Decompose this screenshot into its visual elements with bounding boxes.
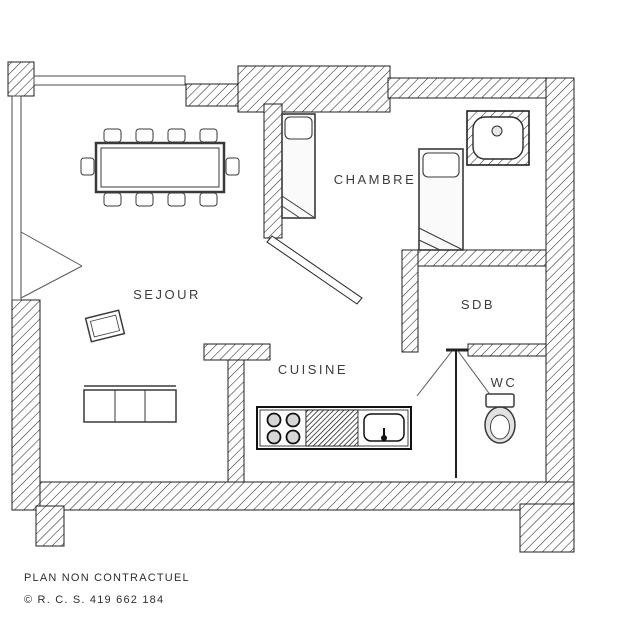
bed-fold-line bbox=[281, 195, 316, 219]
bed-pillow bbox=[422, 152, 460, 178]
wall-top-left-segment bbox=[185, 83, 243, 107]
bed-pillow bbox=[284, 116, 313, 140]
bed-right bbox=[418, 148, 464, 251]
bathtub bbox=[466, 110, 530, 166]
chair bbox=[135, 128, 154, 143]
drainboard bbox=[305, 409, 359, 447]
stove-burner bbox=[285, 412, 301, 428]
bed-fold-line bbox=[418, 227, 464, 251]
dining-set bbox=[80, 128, 240, 207]
dining-table-inner-edge bbox=[100, 147, 220, 188]
footer: PLAN NON CONTRACTUEL © R. C. S. 419 662 … bbox=[24, 572, 190, 606]
room-label-chambre: CHAMBRE bbox=[334, 172, 417, 187]
wall-top-left-block bbox=[7, 61, 35, 97]
stove-burner bbox=[285, 429, 301, 445]
wall-right bbox=[545, 77, 575, 553]
wall-cuisine-vertical bbox=[227, 359, 245, 483]
chair bbox=[167, 128, 186, 143]
chair bbox=[103, 128, 122, 143]
kitchen-counter bbox=[256, 406, 412, 450]
room-label-wc: WC bbox=[491, 375, 518, 390]
wall-left bbox=[11, 299, 41, 511]
side-table bbox=[84, 309, 126, 343]
side-table-inner-edge bbox=[89, 314, 121, 338]
bathtub-basin bbox=[472, 116, 524, 160]
door-swing-sdb bbox=[416, 350, 453, 397]
wall-bottom-right-foot bbox=[519, 503, 575, 553]
wall-cuisine-horizontal bbox=[203, 343, 271, 361]
footer-disclaimer: PLAN NON CONTRACTUEL bbox=[24, 572, 190, 584]
room-label-sejour: SEJOUR bbox=[133, 287, 201, 302]
room-labels: CHAMBRE SEJOUR SDB CUISINE WC bbox=[133, 172, 518, 390]
faucet bbox=[381, 435, 387, 441]
window-left bbox=[11, 95, 22, 301]
sofa bbox=[83, 385, 177, 423]
toilet-tank bbox=[485, 393, 515, 408]
wall-wc-top bbox=[467, 343, 547, 357]
stove-burner bbox=[266, 412, 282, 428]
chair bbox=[199, 128, 218, 143]
bathtub-drain bbox=[491, 125, 503, 137]
chair bbox=[80, 157, 95, 176]
wall-chambre-diagonal bbox=[266, 235, 363, 305]
bay-door-swing-lower bbox=[20, 265, 83, 299]
room-label-sdb: SDB bbox=[461, 297, 495, 312]
toilet bbox=[484, 393, 516, 444]
chair bbox=[199, 192, 218, 207]
windows bbox=[11, 75, 186, 301]
wall-chambre-left bbox=[263, 103, 283, 239]
chair bbox=[225, 157, 240, 176]
interior-walls bbox=[203, 103, 547, 483]
wall-chambre-sdb bbox=[401, 249, 547, 267]
wall-top-protrusion bbox=[237, 65, 391, 113]
window-top bbox=[33, 75, 186, 86]
dining-table bbox=[94, 141, 226, 194]
door-swing-wc bbox=[457, 350, 492, 397]
chair bbox=[135, 192, 154, 207]
sofa-seat bbox=[83, 389, 177, 423]
bay-door-swing-upper bbox=[20, 231, 83, 267]
wall-sdb-left bbox=[401, 249, 419, 353]
side-table-top bbox=[84, 309, 126, 343]
exterior-walls bbox=[7, 61, 575, 553]
chair bbox=[167, 192, 186, 207]
footer-registration: © R. C. S. 419 662 184 bbox=[24, 594, 164, 606]
bed-fold-line bbox=[281, 205, 301, 219]
room-label-cuisine: CUISINE bbox=[278, 362, 348, 377]
bed-fold-line bbox=[418, 239, 441, 251]
stove-burner bbox=[266, 429, 282, 445]
wall-bottom-left-stub bbox=[35, 505, 65, 547]
chair bbox=[103, 192, 122, 207]
bed-left bbox=[281, 113, 316, 219]
toilet-seat bbox=[490, 414, 510, 440]
wall-bottom bbox=[35, 481, 575, 511]
